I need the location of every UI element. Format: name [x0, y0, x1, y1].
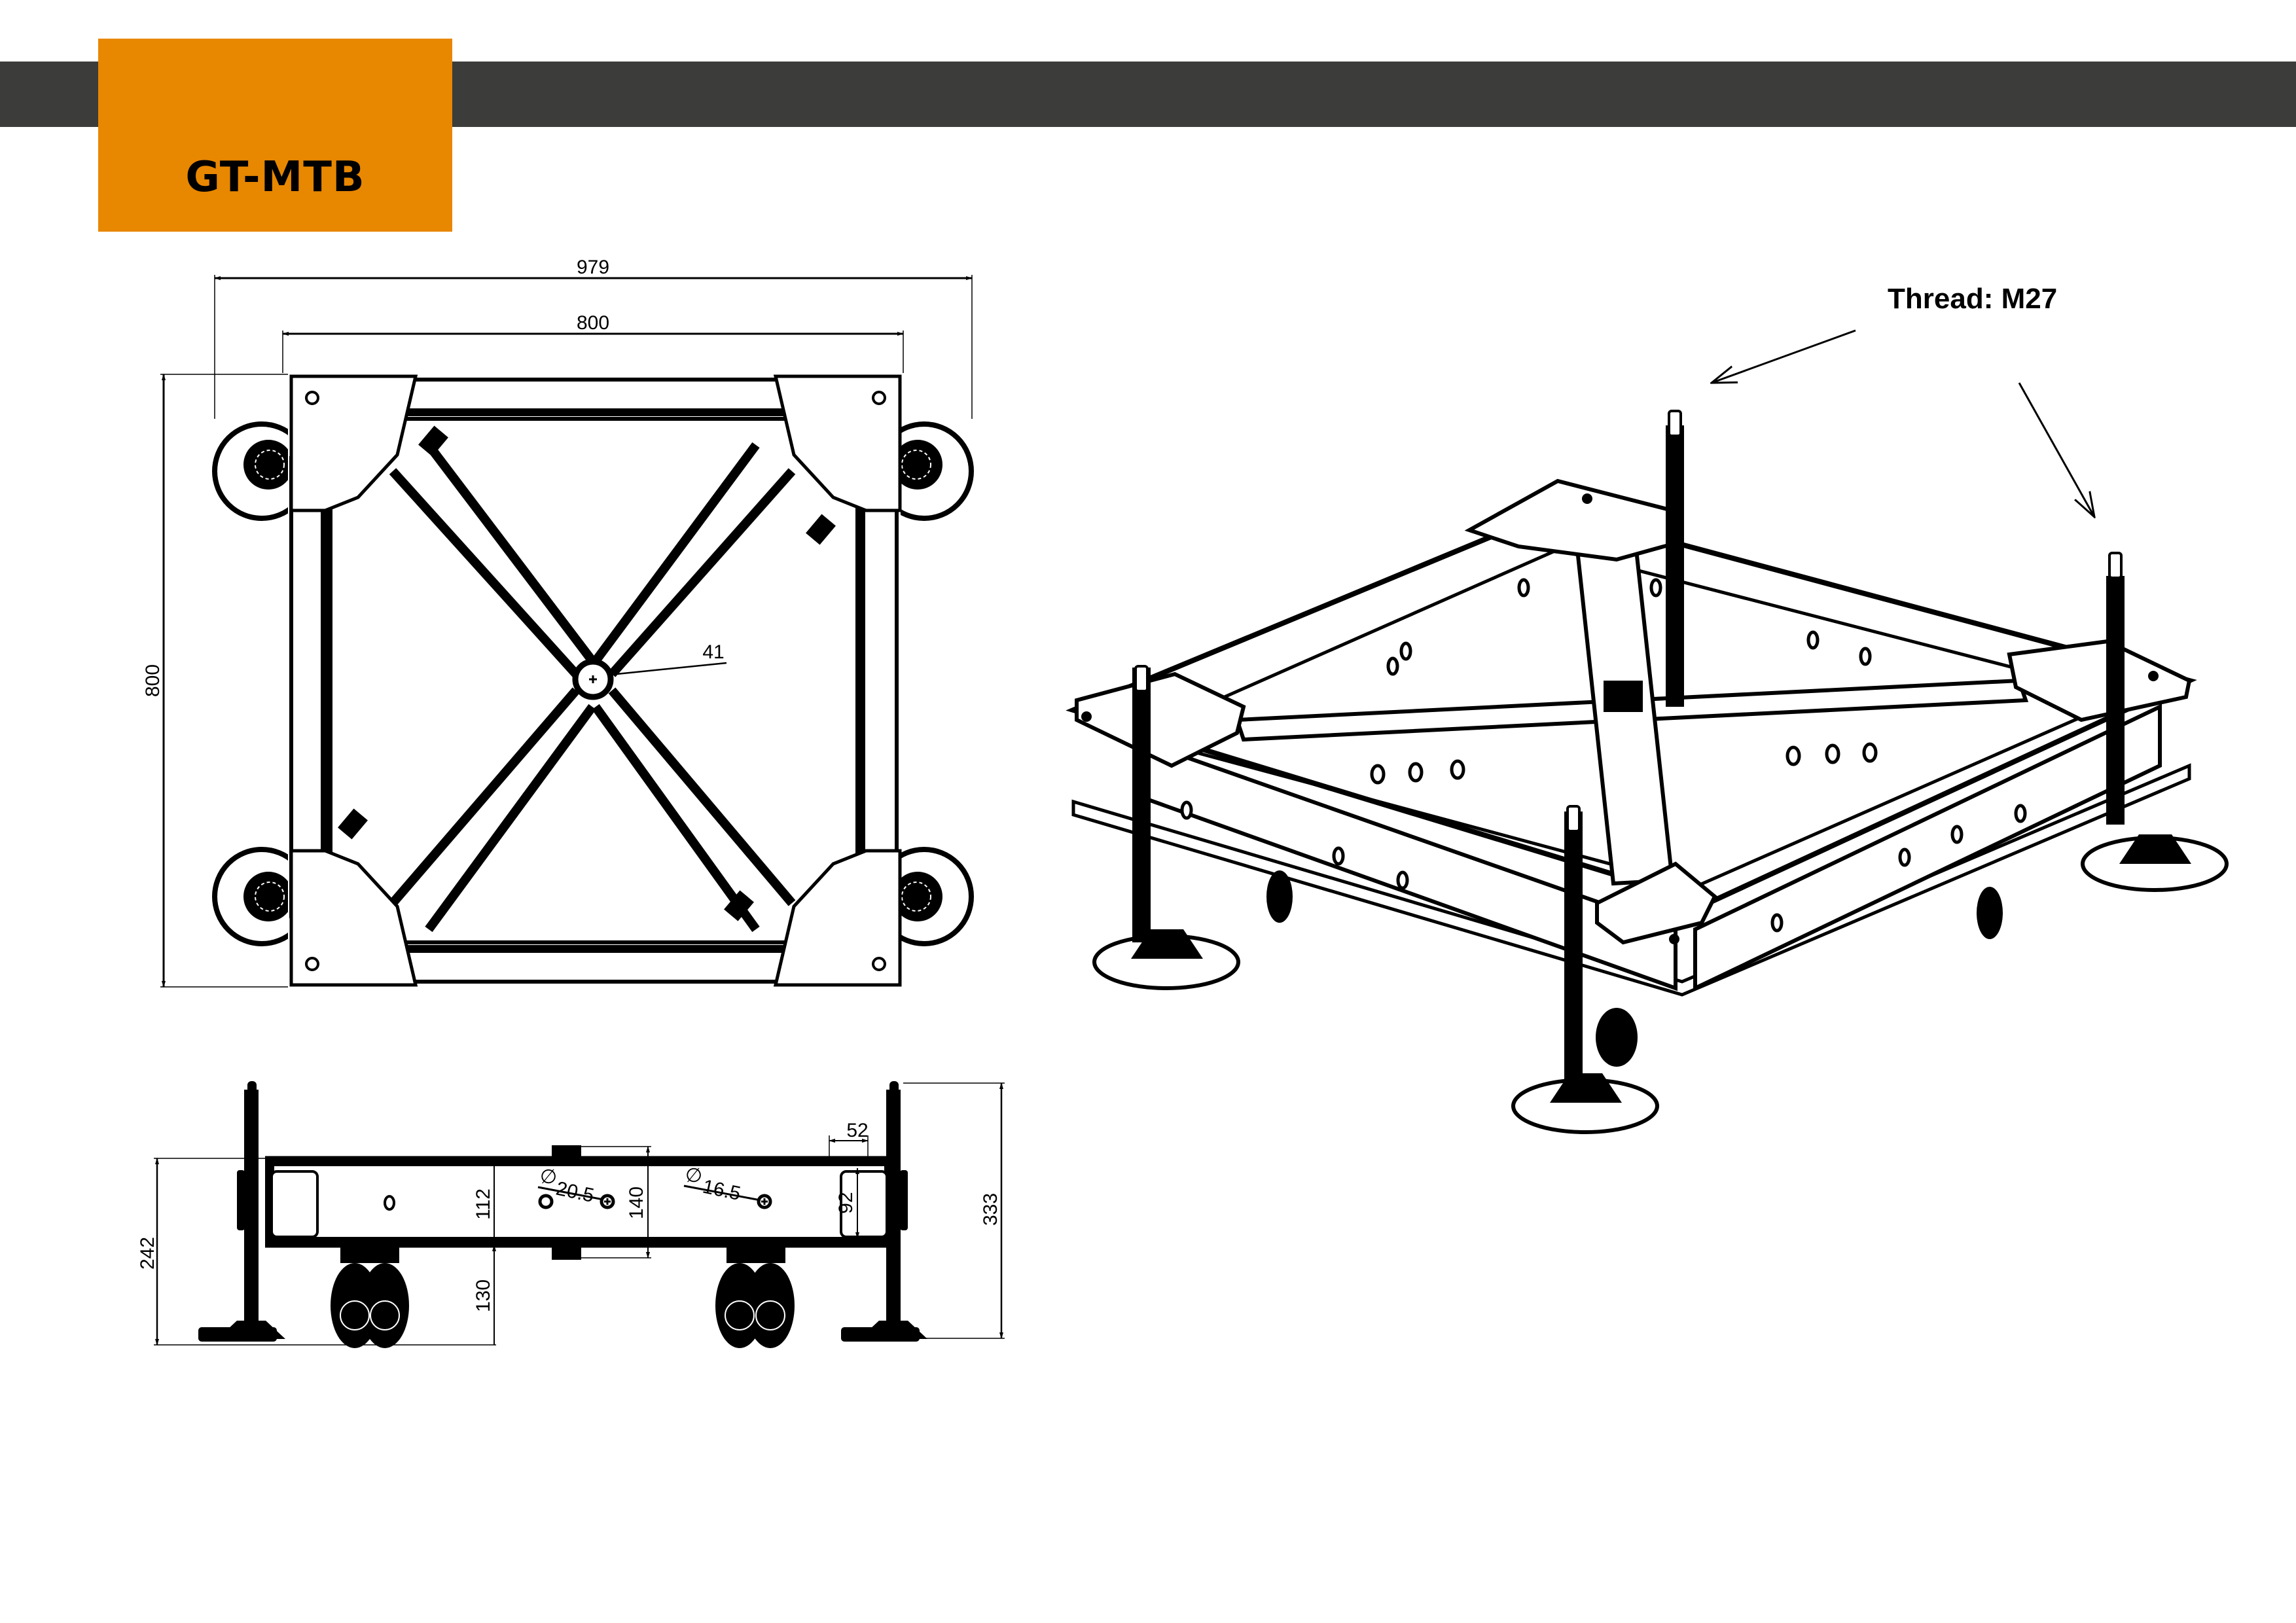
- isometric-view: [1066, 329, 2229, 1134]
- dim-130: 130: [473, 1279, 494, 1312]
- dim-112: 112: [473, 1188, 494, 1220]
- model-title: GT-MTB: [185, 153, 365, 202]
- dim-242: 242: [137, 1237, 158, 1270]
- dim-800-depth: 800: [142, 664, 164, 697]
- model-tag: [98, 39, 452, 232]
- dim-140: 140: [626, 1186, 647, 1219]
- dim-52: 52: [846, 1120, 868, 1141]
- dim-979: 979: [577, 257, 609, 278]
- dim-333: 333: [980, 1193, 1001, 1226]
- side-view: ∅ 20.5 ∅ 16.5: [137, 1081, 1005, 1348]
- top-view: 979 800 800: [142, 257, 974, 988]
- dim-diameter-symbol-1: ∅: [540, 1166, 557, 1188]
- dim-92: 92: [835, 1192, 857, 1213]
- thread-note: Thread: M27: [1888, 283, 2058, 315]
- dim-800-width: 800: [577, 312, 609, 334]
- dim-41: 41: [702, 641, 724, 663]
- dim-diameter-symbol-2: ∅: [685, 1165, 702, 1186]
